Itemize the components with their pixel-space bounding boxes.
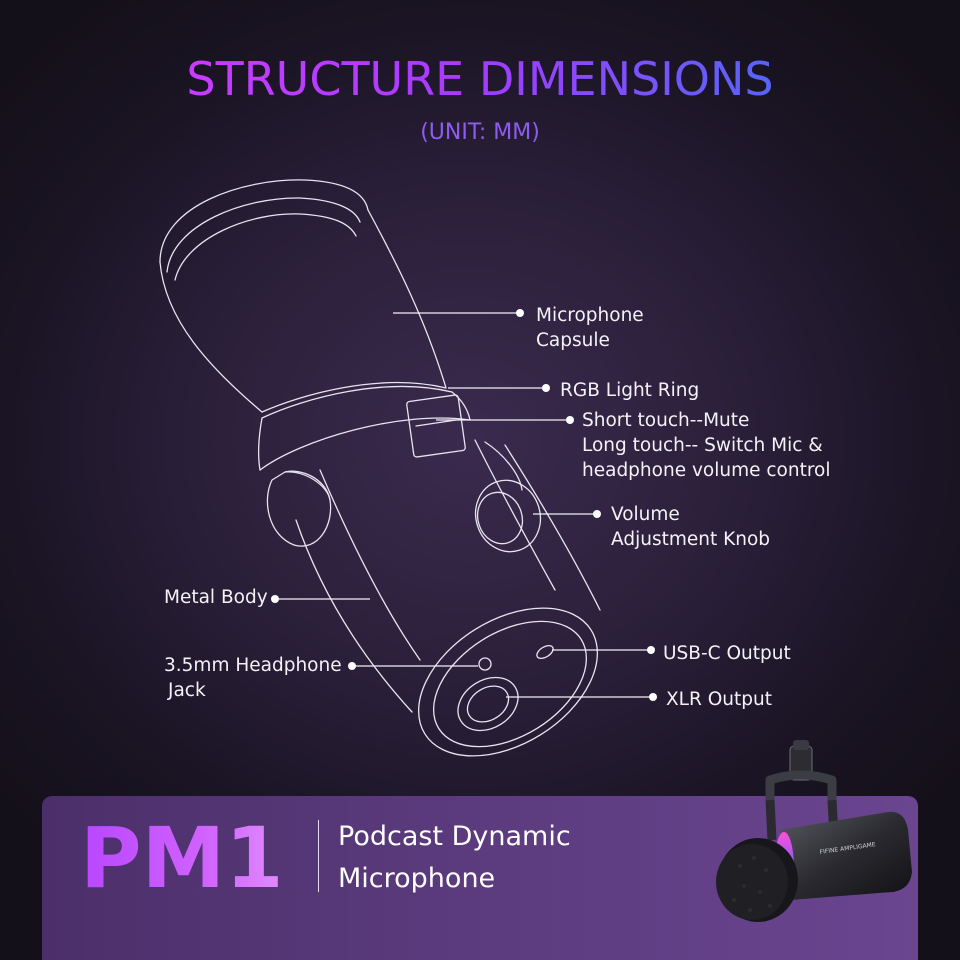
page-title: STRUCTURE DIMENSIONS: [0, 52, 960, 106]
label-rgb-light-ring: RGB Light Ring: [560, 380, 700, 401]
light-ring-bottom: [259, 417, 471, 471]
label-touch-control: Short touch--Mute Long touch-- Switch Mi…: [582, 408, 831, 483]
body-inner-line-1: [319, 469, 421, 661]
label-line: Jack: [168, 680, 206, 701]
volume-knob: [474, 479, 542, 553]
volume-dot: [593, 510, 601, 518]
xlr-ring-inner: [466, 685, 510, 723]
label-xlr-output: XLR Output: [666, 689, 772, 710]
product-line-2: Microphone: [338, 863, 496, 894]
capsule-top-inner-2: [174, 213, 357, 281]
bottom-cap-inner: [432, 620, 588, 748]
body-right-side: [504, 444, 601, 611]
capsule-top-outline: [159, 179, 369, 263]
label-line: Microphone: [536, 305, 644, 326]
left-knob: [266, 470, 332, 547]
touch-panel-outline: [406, 394, 466, 458]
label-volume-knob: Volume Adjustment Knob: [611, 502, 770, 552]
model-name: PM1: [80, 809, 284, 907]
label-metal-body: Metal Body: [164, 587, 268, 608]
usb-c-dot: [647, 646, 655, 654]
xlr-dot: [649, 693, 657, 701]
banner-divider: [318, 820, 319, 892]
touch-dot: [566, 416, 574, 424]
label-line: Adjustment Knob: [611, 529, 771, 550]
label-line: 3.5mm Headphone: [164, 655, 342, 676]
capsule-dot: [516, 309, 524, 317]
label-line: headphone volume control: [582, 460, 831, 481]
label-microphone-capsule: Microphone Capsule: [536, 303, 644, 353]
label-line: Volume: [611, 504, 680, 525]
label-line: Capsule: [536, 330, 610, 351]
product-line-1: Podcast Dynamic: [338, 821, 571, 852]
light-ring-left: [258, 417, 263, 471]
xlr-ring-outer: [457, 676, 519, 732]
body-inner-line-2: [474, 439, 556, 591]
label-line: Short touch--Mute: [582, 410, 750, 431]
label-line: Long touch-- Switch Mic &: [582, 435, 823, 456]
light-ring-right: [451, 391, 471, 421]
light-ring-top: [261, 385, 453, 419]
headphone-dot: [348, 662, 356, 670]
capsule-left-side: [159, 261, 263, 413]
microphone-photo: FIFINE AMPLIGAME: [716, 740, 912, 922]
metal-body-dot: [271, 595, 279, 603]
label-usb-c-output: USB-C Output: [663, 643, 791, 664]
rgb-ring-dot: [542, 384, 550, 392]
usb-c-port: [536, 644, 554, 660]
capsule-top-inner-1: [166, 197, 361, 273]
capsule-bottom-edge: [261, 381, 447, 413]
capsule-right-side: [367, 209, 447, 389]
bottom-cap-outer: [417, 607, 599, 757]
headphone-jack-port: [478, 657, 492, 671]
unit-subtitle: (UNIT: MM): [420, 120, 540, 145]
label-headphone-jack: 3.5mm Headphone Jack: [164, 653, 342, 703]
